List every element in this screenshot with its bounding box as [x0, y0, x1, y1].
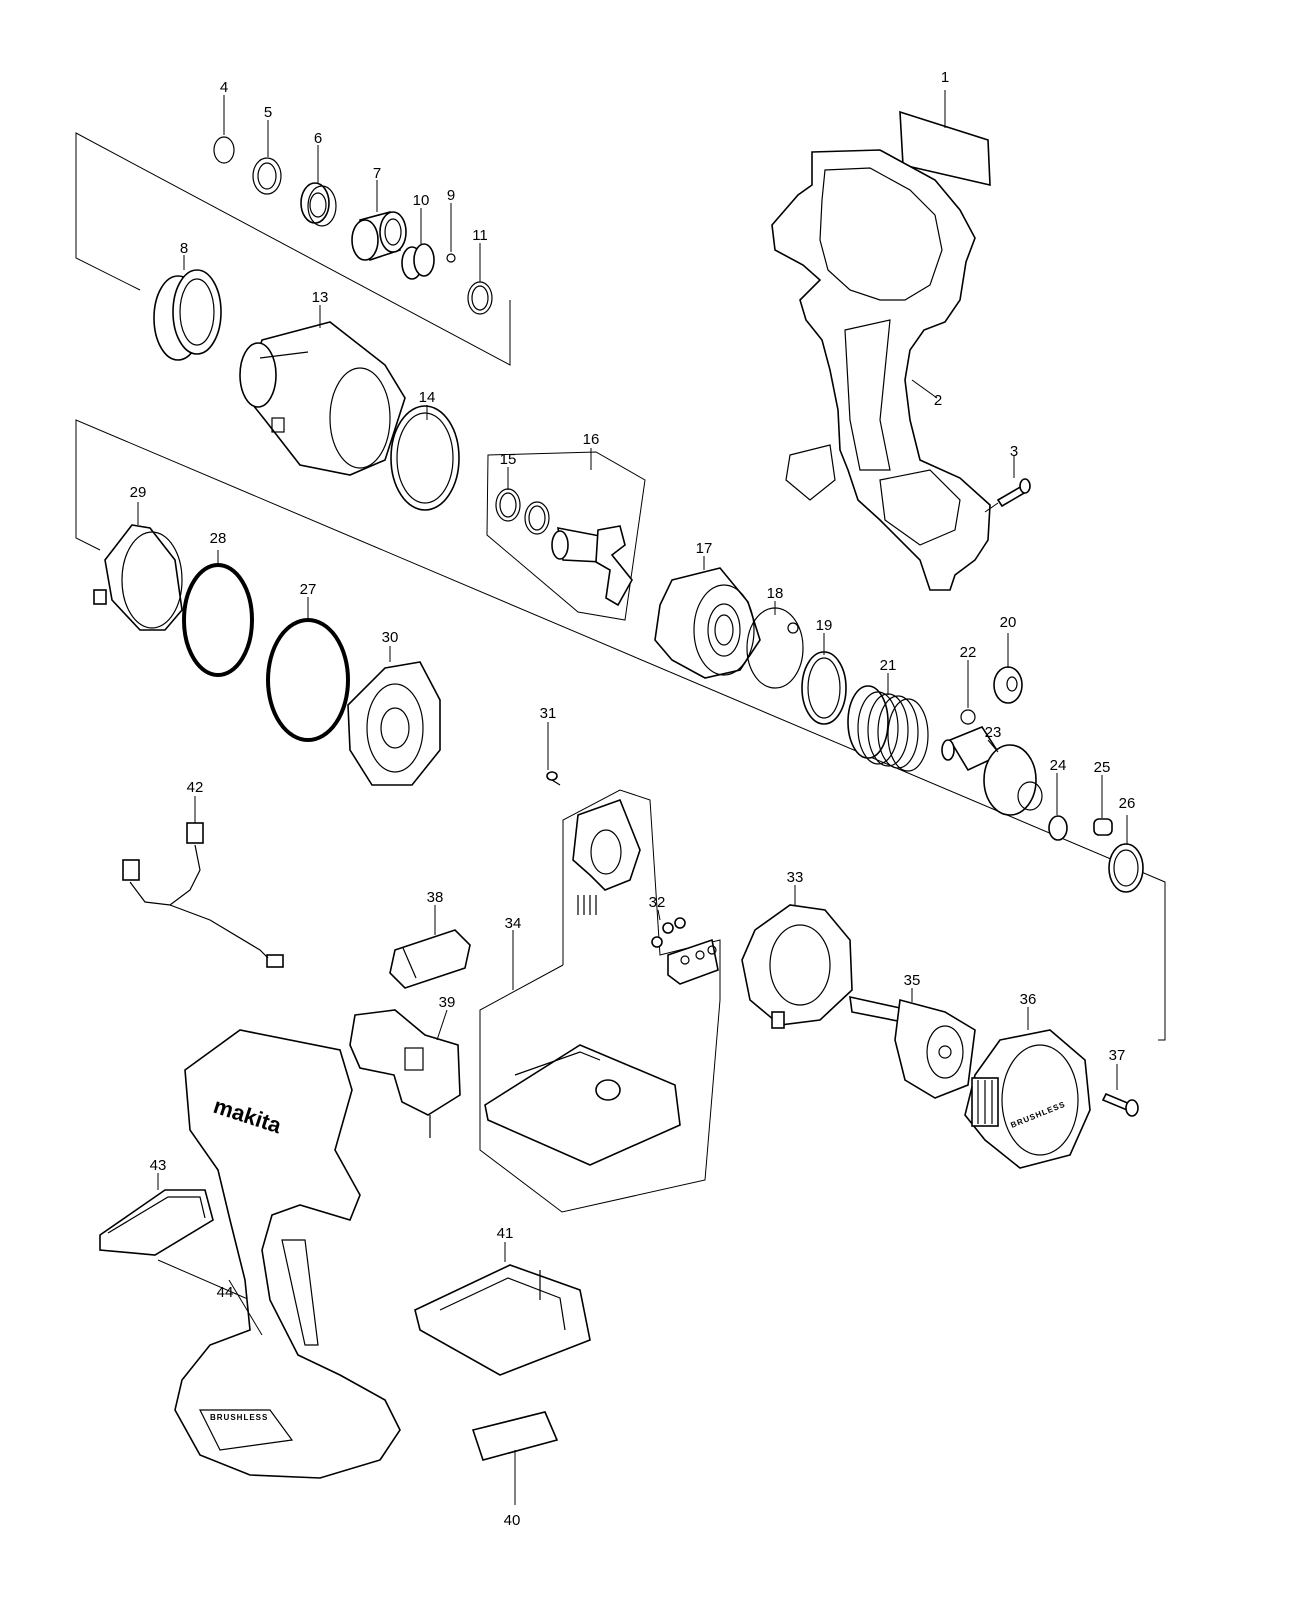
part-30-retainer	[347, 646, 441, 786]
part-34-sensor-plate	[572, 798, 641, 915]
part-11-ring	[467, 243, 493, 315]
callout-6: 6	[314, 130, 322, 147]
part-22-ball	[960, 660, 976, 725]
part-36-rear-cover: BRUSHLESS	[964, 1007, 1091, 1169]
part-3-screw	[984, 455, 1031, 513]
callout-22: 22	[960, 644, 977, 661]
part-25-pin	[1093, 775, 1113, 836]
part-26-washer	[1108, 815, 1144, 893]
callout-33: 33	[787, 869, 804, 886]
part-38-switch-button	[389, 905, 471, 989]
part-2-housing	[771, 149, 991, 591]
callout-25: 25	[1094, 759, 1111, 776]
part-13-gear-housing	[239, 305, 406, 476]
callout-3: 3	[1010, 443, 1018, 460]
part-9-ball	[446, 203, 456, 263]
part-14-ring	[390, 405, 460, 511]
callout-15: 15	[500, 451, 517, 468]
part-19-washer	[801, 633, 847, 725]
callout-20: 20	[1000, 614, 1017, 631]
callout-35: 35	[904, 972, 921, 989]
callout-24: 24	[1050, 757, 1067, 774]
part-20-nut	[993, 633, 1023, 704]
callout-17: 17	[696, 540, 713, 557]
part-28-o-ring	[182, 550, 254, 677]
callout-10: 10	[413, 192, 430, 209]
callout-23: 23	[985, 724, 1002, 741]
part-10-ring	[401, 208, 435, 280]
callout-34: 34	[505, 915, 522, 932]
callout-19: 19	[816, 617, 833, 634]
part-5-washer	[252, 120, 282, 195]
callout-8: 8	[180, 240, 188, 257]
callout-44: 44	[217, 1284, 234, 1301]
callout-18: 18	[767, 585, 784, 602]
callout-31: 31	[540, 705, 557, 722]
callout-5: 5	[264, 104, 272, 121]
part-35-rotor	[849, 988, 976, 1099]
callout-40: 40	[504, 1512, 521, 1529]
part-41-battery-terminal	[414, 1242, 591, 1376]
part-16-spindle	[551, 448, 633, 607]
part-43-pad	[99, 1173, 214, 1256]
part-7-sleeve	[351, 180, 407, 262]
callout-36: 36	[1020, 991, 1037, 1008]
part-29-ring	[93, 502, 183, 631]
part-24-pin	[1048, 773, 1068, 841]
callout-labels: 1 2 3 4 5 6 7 8 9 10 11 13 14 15 16 17 1…	[130, 69, 1136, 1529]
callout-7: 7	[373, 165, 381, 182]
part-34-controller	[484, 930, 681, 1166]
callout-38: 38	[427, 889, 444, 906]
handle-badge-text: BRUSHLESS	[210, 1413, 268, 1422]
callout-9: 9	[447, 187, 455, 204]
callout-2: 2	[934, 392, 942, 409]
callout-32: 32	[649, 894, 666, 911]
part-8-ring	[153, 255, 222, 361]
callout-1: 1	[941, 69, 949, 86]
part-37-screw	[1101, 1064, 1139, 1117]
callout-29: 29	[130, 484, 147, 501]
callout-28: 28	[210, 530, 227, 547]
part-17-hammer	[654, 556, 761, 679]
part-44-handle-housing: makita BRUSHLESS	[174, 1029, 401, 1479]
callout-14: 14	[419, 389, 436, 406]
callout-43: 43	[150, 1157, 167, 1174]
callout-37: 37	[1109, 1047, 1126, 1064]
part-42-wire-harness	[122, 796, 284, 968]
part-23-anvil	[941, 726, 1043, 816]
callout-30: 30	[382, 629, 399, 646]
callout-41: 41	[497, 1225, 514, 1242]
callout-16: 16	[583, 431, 600, 448]
part-6-spring	[300, 145, 337, 227]
part-4-retaining-ring	[213, 95, 235, 164]
part-31-screw	[546, 722, 561, 786]
part-33-stator	[741, 885, 853, 1029]
part-27-o-ring	[266, 597, 350, 742]
part-15-o-ring	[495, 467, 550, 535]
callout-11: 11	[472, 227, 488, 244]
callout-39: 39	[439, 994, 456, 1011]
callout-27: 27	[300, 581, 317, 598]
part-40-label-plate	[471, 1411, 559, 1505]
callout-26: 26	[1119, 795, 1136, 812]
part-32-terminal	[651, 909, 719, 985]
part-39-trigger-switch	[349, 1009, 461, 1138]
part-21-spring	[847, 673, 929, 772]
part-1-label	[899, 90, 991, 187]
callout-21: 21	[880, 657, 897, 674]
callout-13: 13	[312, 289, 329, 306]
part-18-washer	[746, 601, 804, 689]
callout-42: 42	[187, 779, 204, 796]
callout-4: 4	[220, 79, 228, 96]
